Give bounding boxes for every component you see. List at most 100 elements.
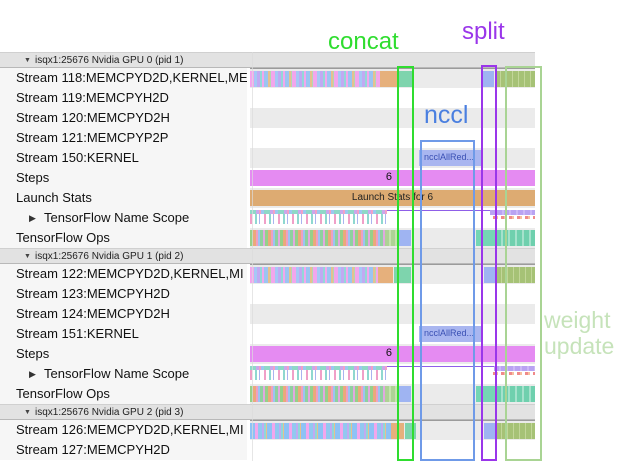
ops-teal-segment[interactable] — [476, 230, 496, 246]
timeline-track-stream-118[interactable] — [250, 68, 535, 88]
timeline-track-tf-ops[interactable] — [250, 384, 535, 404]
collapse-triangle-icon[interactable]: ▼ — [24, 57, 31, 64]
table-row: TensorFlow Name Scope ▶ — [0, 364, 622, 384]
row-label-tf-ops: TensorFlow Ops — [0, 228, 247, 248]
timeline-track-stream-124 — [250, 304, 535, 324]
name-scope-fringe — [250, 370, 387, 380]
table-row: Stream 119:MEMCPYH2D — [0, 88, 622, 108]
weight-update-segment[interactable] — [496, 423, 535, 439]
table-row: Stream 123:MEMCPYH2D — [0, 284, 622, 304]
concat-op-segment[interactable] — [394, 267, 411, 283]
table-row: Stream 127:MEMCPYH2D — [0, 440, 622, 460]
row-label-tf-name-scope: TensorFlow Name Scope — [0, 364, 247, 384]
gpu-section-title: isqx1:25676 Nvidia GPU 1 (pid 2) — [35, 251, 184, 262]
ops-teal-segment[interactable] — [476, 386, 496, 402]
table-row: Steps 6 — [0, 344, 622, 364]
name-scope-band[interactable] — [250, 366, 387, 370]
timeline-track-stream-151: ncclAllRed... — [250, 324, 535, 344]
collapse-triangle-icon[interactable]: ▼ — [24, 409, 31, 416]
gpu-section-title: isqx1:25676 Nvidia GPU 2 (pid 3) — [35, 407, 184, 418]
name-scope-span-line — [250, 366, 535, 367]
timeline-track-stream-150: ncclAllRed... — [250, 148, 535, 168]
kernel-activity-bar[interactable] — [250, 71, 381, 87]
row-label-stream-126: Stream 126:MEMCPYD2D,KERNEL,MI — [0, 420, 247, 440]
name-scope-right-band[interactable] — [490, 210, 535, 215]
name-scope-band[interactable] — [250, 210, 387, 214]
timeline-track-stream-126[interactable] — [250, 420, 535, 440]
collapse-triangle-icon[interactable]: ▼ — [24, 253, 31, 260]
timeline-track-stream-122[interactable] — [250, 264, 535, 284]
step-number: 6 — [385, 171, 392, 183]
timeline-track-tf-name-scope[interactable] — [250, 208, 535, 228]
timeline-track-stream-127 — [250, 440, 535, 460]
activity-segment[interactable] — [378, 267, 393, 283]
ops-activity-bar[interactable] — [250, 386, 386, 402]
activity-segment[interactable] — [380, 71, 397, 87]
row-label-stream-119: Stream 119:MEMCPYH2D — [0, 88, 247, 108]
weight-update-segment[interactable] — [495, 71, 535, 87]
row-label-stream-127: Stream 127:MEMCPYH2D — [0, 440, 247, 460]
row-label-tf-name-scope: TensorFlow Name Scope — [0, 208, 247, 228]
table-row: Stream 150:KERNEL ncclAllRed... — [0, 148, 622, 168]
ops-teal-stripes[interactable] — [496, 386, 535, 402]
timeline-track-tf-ops[interactable] — [250, 228, 535, 248]
weight-update-segment[interactable] — [496, 267, 535, 283]
name-scope-span-line — [250, 210, 535, 211]
row-label-stream-150: Stream 150:KERNEL — [0, 148, 247, 168]
timeline-rows: ▼ isqx1:25676 Nvidia GPU 0 (pid 1) Strea… — [0, 52, 622, 460]
row-label-stream-118: Stream 118:MEMCPYD2D,KERNEL,ME — [0, 68, 247, 88]
timeline-track-stream-121 — [250, 128, 535, 148]
split-op-segment[interactable] — [481, 71, 494, 87]
timeline-track-launch-stats: Launch Stats for 6 — [250, 188, 535, 208]
table-row: Steps 6 — [0, 168, 622, 188]
ops-teal-stripes[interactable] — [496, 230, 535, 246]
row-label-stream-123: Stream 123:MEMCPYH2D — [0, 284, 247, 304]
timeline-track-tf-name-scope[interactable] — [250, 364, 535, 384]
timeline-track-stream-120 — [250, 108, 535, 128]
row-label-stream-121: Stream 121:MEMCPYP2P — [0, 128, 247, 148]
kernel-activity-bar[interactable] — [250, 267, 379, 283]
table-row: Stream 151:KERNEL ncclAllRed... — [0, 324, 622, 344]
timeline-track-stream-119 — [250, 88, 535, 108]
timeline-track-steps: 6 — [250, 168, 535, 188]
timeline-track-stream-123 — [250, 284, 535, 304]
table-row: TensorFlow Ops — [0, 228, 622, 248]
timeline-track-steps: 6 — [250, 344, 535, 364]
row-label-stream-151: Stream 151:KERNEL — [0, 324, 247, 344]
nccl-allreduce-block[interactable]: ncclAllRed... — [419, 150, 483, 166]
gpu-section-header[interactable]: ▼ isqx1:25676 Nvidia GPU 1 (pid 2) — [0, 248, 535, 264]
row-label-steps: Steps — [0, 344, 247, 364]
launch-stats-bar[interactable]: Launch Stats for 6 — [250, 190, 535, 206]
step-number: 6 — [385, 347, 392, 359]
concat-op-segment[interactable] — [397, 71, 414, 87]
gpu-section-title: isqx1:25676 Nvidia GPU 0 (pid 1) — [35, 55, 184, 66]
expand-arrow-icon[interactable]: ▶ — [29, 213, 36, 223]
activity-segment[interactable] — [391, 423, 404, 439]
expand-arrow-icon[interactable]: ▶ — [29, 369, 36, 379]
kernel-activity-bar[interactable] — [250, 423, 392, 439]
steps-bar[interactable] — [250, 170, 535, 186]
annotation-split-label: split — [462, 18, 505, 45]
nccl-allreduce-block[interactable]: ncclAllRed... — [419, 326, 483, 342]
concat-op-segment[interactable] — [405, 423, 416, 439]
row-label-tf-ops: TensorFlow Ops — [0, 384, 247, 404]
ops-activity-bar[interactable] — [250, 230, 386, 246]
ops-segment[interactable] — [385, 386, 398, 402]
name-scope-right-dashes — [493, 216, 535, 219]
name-scope-fringe — [250, 214, 387, 224]
gpu-section-header[interactable]: ▼ isqx1:25676 Nvidia GPU 2 (pid 3) — [0, 404, 535, 420]
table-row: Stream 118:MEMCPYD2D,KERNEL,ME — [0, 68, 622, 88]
ops-segment[interactable] — [385, 230, 398, 246]
name-scope-right-dashes — [493, 372, 535, 375]
table-row: Stream 126:MEMCPYD2D,KERNEL,MI — [0, 420, 622, 440]
steps-bar[interactable] — [250, 346, 535, 362]
row-label-stream-120: Stream 120:MEMCPYD2H — [0, 108, 247, 128]
ops-blue-segment[interactable] — [399, 230, 411, 246]
table-row: Launch Stats Launch Stats for 6 — [0, 188, 622, 208]
split-op-segment[interactable] — [484, 423, 495, 439]
split-op-segment[interactable] — [484, 267, 495, 283]
name-scope-right-band[interactable] — [494, 366, 535, 371]
gpu-section-header[interactable]: ▼ isqx1:25676 Nvidia GPU 0 (pid 1) — [0, 52, 535, 68]
ops-blue-segment[interactable] — [399, 386, 411, 402]
